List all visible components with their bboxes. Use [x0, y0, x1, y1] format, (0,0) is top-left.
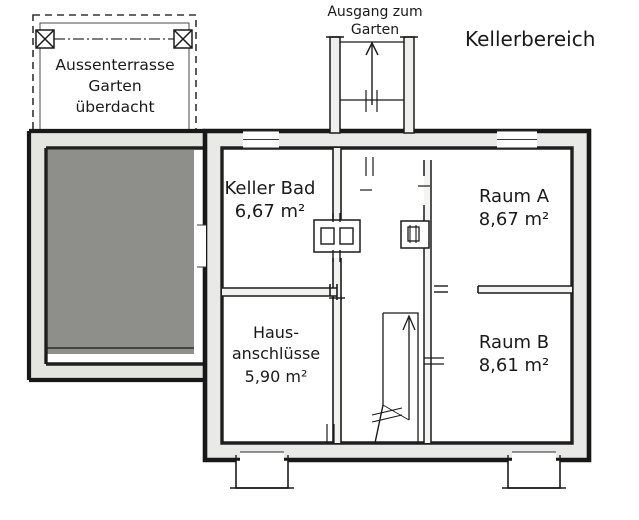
shaded-terrace-slab [46, 150, 194, 354]
corner-marker-right-icon [173, 29, 193, 49]
window-opening-top-left [243, 130, 279, 149]
main-building-envelope [202, 128, 592, 463]
light-well-right [502, 451, 566, 489]
corner-marker-left-icon [35, 29, 55, 49]
technical-fixture-icon [400, 220, 430, 249]
interior-wall-vertical-lower [329, 297, 345, 443]
interior-wall-vertical-right [418, 160, 432, 443]
interior-staircase [371, 312, 419, 444]
stair-up-arrow-icon [365, 41, 379, 105]
terrace-structure-walls [26, 128, 205, 383]
window-opening-top-right [497, 130, 537, 149]
interior-stair-up-arrow-icon [402, 314, 416, 420]
interior-wall-raum-a-b [434, 285, 572, 294]
interior-wall-horizontal-left [222, 284, 338, 300]
garden-exit-stair [326, 36, 418, 134]
bathroom-fixture-icon [313, 213, 361, 262]
pipe-ticks [326, 157, 444, 443]
light-well-left [230, 451, 294, 489]
wall-slot-left-wing [197, 224, 206, 268]
terrace-dashed-outline [32, 14, 197, 132]
wing-wall-marks [45, 347, 194, 364]
